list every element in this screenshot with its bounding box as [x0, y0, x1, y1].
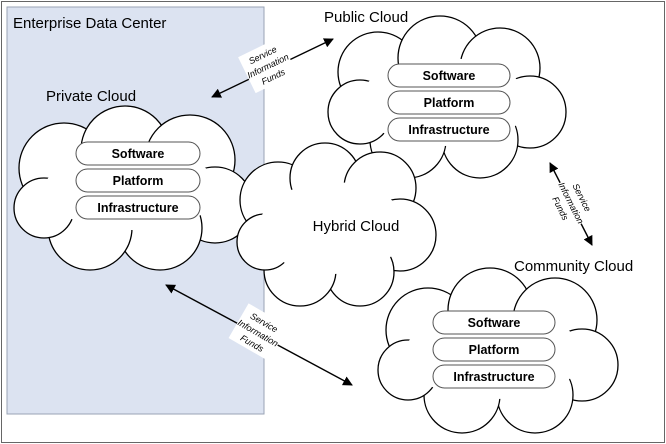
community-cloud-label: Community Cloud [514, 258, 633, 275]
community-platform-layer [432, 337, 556, 362]
community-software-label: Software [468, 316, 521, 330]
public-platform-layer [387, 90, 511, 115]
flow-label-private-community: Service Information Funds [228, 303, 289, 361]
private-infrastructure-layer [75, 195, 201, 220]
public-software-layer [387, 63, 511, 88]
public-infrastructure-label: Infrastructure [408, 123, 489, 137]
private-stack: Software Platform Infrastructure [75, 141, 201, 220]
hybrid-cloud: Hybrid Cloud [236, 142, 437, 307]
community-cloud: Community Cloud Software Platform Infras… [377, 258, 633, 434]
private-software-label: Software [112, 147, 165, 161]
public-cloud-label: Public Cloud [324, 9, 408, 26]
private-infrastructure-label: Infrastructure [97, 201, 178, 215]
public-platform-label: Platform [424, 96, 475, 110]
community-software-layer [432, 310, 556, 335]
flow-label-private-public: Service Information Funds [238, 37, 298, 94]
private-platform-label: Platform [113, 174, 164, 188]
private-cloud: Private Cloud Software Platform Infrastr… [13, 88, 254, 271]
community-platform-label: Platform [469, 343, 520, 357]
community-infrastructure-label: Infrastructure [453, 370, 534, 384]
public-stack: Software Platform Infrastructure [387, 63, 511, 142]
enterprise-data-center-label: Enterprise Data Center [13, 15, 166, 32]
hybrid-cloud-label: Hybrid Cloud [313, 218, 400, 235]
flow-label-public-community: Service Information Funds [543, 172, 601, 233]
hybrid-cloud-shape [236, 142, 437, 307]
private-cloud-label: Private Cloud [46, 88, 136, 105]
private-platform-layer [75, 168, 201, 193]
public-cloud: Public Cloud Software Platform Infrastru… [324, 9, 567, 179]
public-infrastructure-layer [387, 117, 511, 142]
public-software-label: Software [423, 69, 476, 83]
community-infrastructure-layer [432, 364, 556, 389]
community-stack: Software Platform Infrastructure [432, 310, 556, 389]
private-software-layer [75, 141, 201, 166]
